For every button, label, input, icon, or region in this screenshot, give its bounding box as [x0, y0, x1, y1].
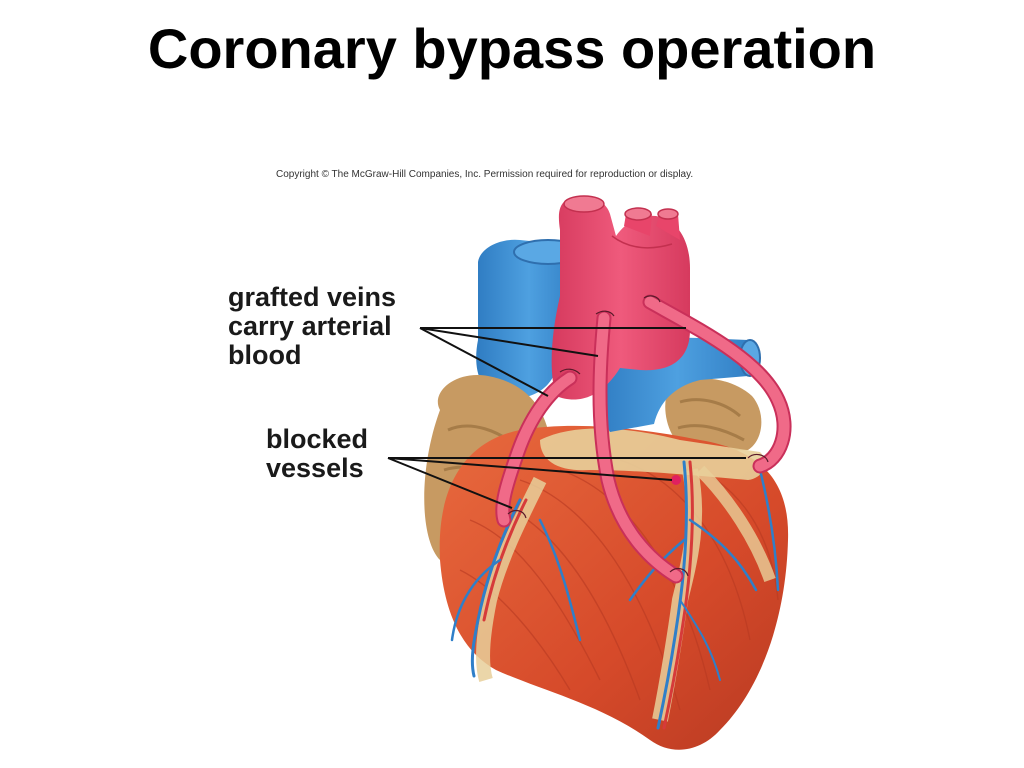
label-blocked-vessels: blocked vessels	[266, 425, 368, 483]
left-atrium-fat	[665, 378, 762, 452]
page-title: Coronary bypass operation	[147, 17, 877, 80]
grafted-leader-lines	[419, 327, 686, 397]
label-grafted-line-2: carry arterial	[228, 311, 392, 341]
label-blocked-line-1: blocked	[266, 424, 369, 454]
copyright-notice: Copyright © The McGraw-Hill Companies, I…	[276, 169, 694, 180]
label-grafted-line-1: grafted veins	[228, 282, 397, 312]
label-blocked-line-2: vessels	[266, 453, 364, 483]
blocked-site-center	[671, 475, 681, 485]
coronary-artery-anterior	[662, 460, 694, 730]
label-grafted-line-3: blood	[228, 340, 302, 370]
coronary-vein-anterior	[656, 460, 688, 730]
suture-marks	[507, 295, 769, 577]
label-grafted-veins: grafted veins carry arterial blood	[228, 283, 396, 370]
blocked-leader-lines	[387, 457, 746, 509]
coronary-vein-left	[470, 498, 522, 678]
